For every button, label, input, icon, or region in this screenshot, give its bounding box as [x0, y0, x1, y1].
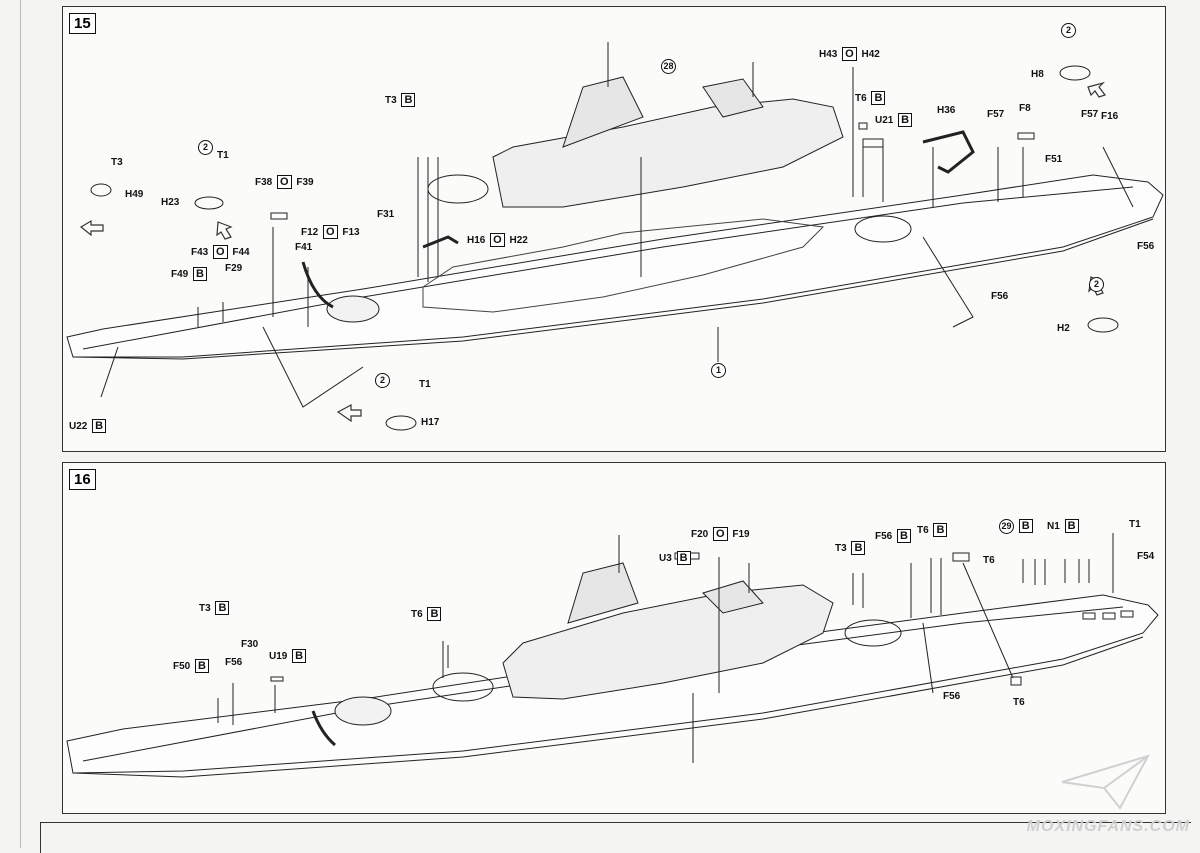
label-t3-b: T3 B — [385, 93, 417, 107]
label-h43-o-h42: H43 O H42 — [819, 47, 880, 61]
label-f56-a: F56 — [225, 657, 243, 668]
label-f56-a: F56 — [1137, 241, 1155, 252]
label-callout-1: 1 — [711, 363, 726, 378]
label-f56-b: F56 — [991, 291, 1009, 302]
label-29-b: 29 B — [999, 519, 1035, 534]
label-t6-d: T6 — [1013, 697, 1025, 708]
label-callout-2a: 2 — [198, 140, 213, 155]
label-t1-a: T1 — [217, 150, 229, 161]
label-f50-b: F50 B — [173, 659, 211, 673]
label-f57-b: F57 — [1081, 109, 1099, 120]
paper-plane-logo — [1061, 754, 1150, 810]
label-t6-c: T6 — [983, 555, 995, 566]
label-callout-2d: 2 — [375, 373, 390, 388]
label-f16: F16 — [1101, 111, 1119, 122]
ship-drawing-step-15 — [66, 42, 1164, 431]
label-t3-b: T3 B — [835, 541, 867, 555]
label-n1-b: N1 B — [1047, 519, 1081, 533]
label-u3-b: U3 B — [659, 551, 693, 565]
step-number: 15 — [69, 13, 96, 34]
label-h49: H49 — [125, 189, 144, 200]
ship-drawing-step-16 — [66, 533, 1159, 778]
label-f56-c: F56 — [943, 691, 961, 702]
label-h17: H17 — [421, 417, 440, 428]
step-15-panel: 15 — [62, 6, 1166, 452]
label-t1: T1 — [1129, 519, 1141, 530]
label-u21-b: U21 B — [875, 113, 914, 127]
label-t6-b: T6 B — [917, 523, 949, 537]
watermark: MOXINGFANS.COM — [1026, 818, 1190, 835]
label-f49-b: F49 B — [171, 267, 209, 281]
label-t6-b: T6 B — [855, 91, 887, 105]
label-u22-b: U22 B — [69, 419, 108, 433]
label-callout-28: 28 — [661, 59, 676, 74]
label-h8: H8 — [1031, 69, 1044, 80]
label-f51: F51 — [1045, 154, 1063, 165]
label-f8: F8 — [1019, 103, 1031, 114]
label-h36: H36 — [937, 105, 956, 116]
next-panel-edge — [40, 822, 1191, 853]
page-edge — [20, 0, 21, 848]
label-t1-b: T1 — [419, 379, 431, 390]
label-f57-a: F57 — [987, 109, 1005, 120]
label-f30: F30 — [241, 639, 259, 650]
label-h23: H23 — [161, 197, 180, 208]
label-f20-o-f19: F20 O F19 — [691, 527, 750, 541]
label-h16-o-h22: H16 O H22 — [467, 233, 528, 247]
step-number: 16 — [69, 469, 96, 490]
label-t3-top: T3 — [111, 157, 123, 168]
label-f38-o-f39: F38 O F39 — [255, 175, 314, 189]
label-f41: F41 — [295, 242, 313, 253]
label-t6-a: T6 B — [411, 607, 443, 621]
label-f12-o-f13: F12 O F13 — [301, 225, 360, 239]
label-u19-b: U19 B — [269, 649, 308, 663]
label-f56-b: F56 B — [875, 529, 913, 543]
label-f43-o-f44: F43 O F44 — [191, 245, 250, 259]
label-f29: F29 — [225, 263, 243, 274]
label-h2: H2 — [1057, 323, 1070, 334]
step-16-panel: 16 — [62, 462, 1166, 814]
label-callout-2b: 2 — [1061, 23, 1076, 38]
label-t3-a: T3 B — [199, 601, 231, 615]
label-callout-2c: 2 — [1089, 277, 1104, 292]
label-f31: F31 — [377, 209, 395, 220]
label-f54: F54 — [1137, 551, 1155, 562]
